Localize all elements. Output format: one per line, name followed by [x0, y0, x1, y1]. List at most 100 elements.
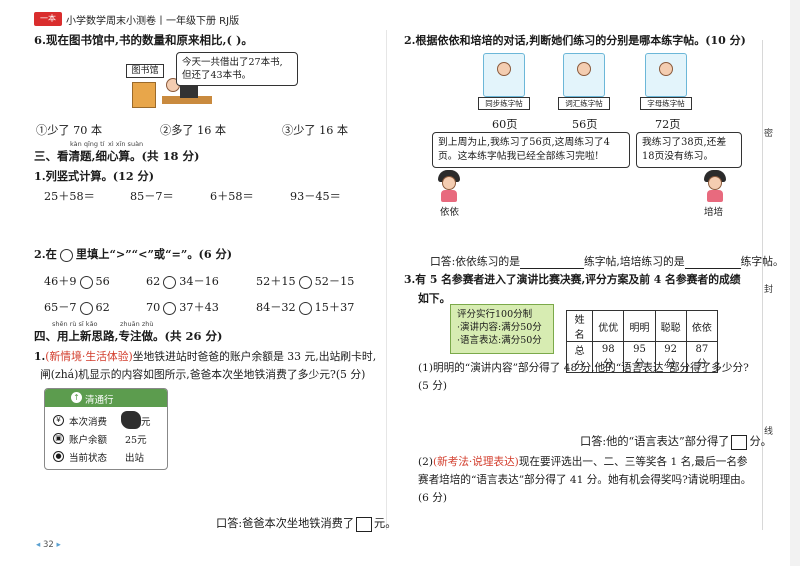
section3-title: 三、看清题,细心算。(共 18 分): [34, 149, 200, 163]
section4-pinyin-2: zhuān zhù: [120, 320, 154, 328]
section4-title: 四、用上新思路,专注做。(共 26 分): [34, 329, 223, 343]
page-header: 一本 小学数学周末小测卷丨一年级下册 RJ版: [0, 12, 330, 30]
book-cover-face: [659, 62, 673, 76]
compare-title: 2.在里填上“>”“<”或“=”。(6 分): [34, 247, 232, 262]
q1-tag: (新情境·生活体验): [45, 350, 133, 363]
calc-item-3: 6＋58＝: [210, 190, 254, 203]
q3-title-line1: 3.有 5 名参赛者进入了演讲比赛决赛,评分方案及前 4 名参赛者的成绩: [404, 273, 741, 286]
compare-answer-circle[interactable]: [163, 301, 177, 315]
table-cell: 92 分: [654, 341, 687, 373]
librarian-speech: 今天一共借出了27本书,但还了43本书。: [176, 52, 298, 86]
sub1-answer: 口答:他的“语言表达”部分得了分。: [580, 434, 772, 450]
q6-option-3[interactable]: ③少了 16 本: [282, 124, 349, 137]
card-value-spend: 元: [141, 417, 151, 428]
card-label-balance: 账户余额: [69, 435, 108, 446]
table-cell: 依依: [685, 310, 719, 342]
table-cell: 优优: [592, 310, 625, 342]
location-pin-icon: ●: [53, 451, 64, 462]
sub2-line3: (6 分): [418, 492, 447, 504]
q6-option-2[interactable]: ②多了 16 本: [160, 124, 227, 137]
section3-pinyin-1: kàn qīng tí: [70, 140, 105, 148]
yiyi-name: 依依: [440, 207, 460, 218]
compare-answer-circle[interactable]: [79, 301, 93, 315]
card-label-status: 当前状态: [69, 453, 108, 464]
s4-q1-answer: 口答:爸爸本次坐地铁消费了元。: [216, 516, 397, 532]
section4-pinyin-1: shēn rù sī kǎo: [52, 320, 98, 328]
yuan-icon: ¥: [53, 415, 64, 426]
s4-q1-line2: 闸(zhá)机显示的内容如图所示,爸爸本次坐地铁消费了多少元?(5 分): [40, 368, 366, 381]
compare-answer-circle[interactable]: [79, 275, 93, 289]
sub2-line1: (2)(新考法·说理表达)现在要评选出一、二、三等奖各 1 名,最后一名参: [418, 456, 748, 468]
arrow-up-icon: ↑: [71, 392, 82, 403]
book-label-sync: 同步练字帖: [478, 97, 530, 110]
seal-char-xian: 线: [764, 427, 774, 437]
q6-option-1[interactable]: ①少了 70 本: [36, 124, 103, 137]
yiyi-figure: [436, 170, 462, 204]
peipei-name: 培培: [704, 207, 724, 218]
scheme-line: ·演讲内容:满分50分: [457, 322, 542, 333]
q2-answer: 口答:依依练习的是 练字帖,培培练习的是 练字帖。: [430, 255, 784, 269]
q6-title: 6.现在图书馆中,书的数量和原来相比,( )。: [34, 33, 253, 47]
seal-char-mi: 密: [764, 129, 774, 139]
peipei-figure: [702, 170, 728, 204]
library-illustration: 图书馆: [126, 60, 216, 116]
q2-title: 2.根据依依和培培的对话,判断她们练习的分别是哪本练字帖。(10 分): [404, 34, 746, 47]
table-cell: 总分: [565, 341, 594, 373]
book-label-letters: 字母练字帖: [640, 97, 692, 110]
spend-answer-box[interactable]: [356, 516, 373, 532]
table-cell: 95 分: [623, 341, 656, 373]
book-pages-letters: 72页: [655, 118, 681, 131]
series-title: 小学数学周末小测卷丨一年级下册 RJ版: [66, 16, 240, 27]
table-cell: 聪聪: [654, 310, 687, 342]
book-vocab: [563, 53, 605, 97]
compare-answer-circle[interactable]: [163, 275, 177, 289]
sub1-line2: (5 分): [418, 380, 447, 392]
peipei-answer-blank[interactable]: [684, 255, 741, 269]
calc-title: 1.列竖式计算。(12 分): [34, 169, 155, 183]
peipei-face: [708, 176, 722, 190]
scheme-line: 评分实行100分制: [457, 309, 533, 320]
book-pages-vocab: 56页: [572, 118, 598, 131]
table-cell: 87 分: [685, 341, 719, 373]
score-table: 姓名 优优 明明 聪聪 依依 总分 98 分 95 分 92 分 87 分: [565, 310, 719, 373]
library-sign: 图书馆: [126, 64, 164, 78]
triangle-left-icon: ◂: [36, 540, 41, 550]
sub1-line1: (1)明明的“演讲内容”部分得了 48 分,他的“语言表达”部分得了多少分?: [418, 362, 749, 374]
compare-answer-circle[interactable]: [298, 301, 312, 315]
page-number: ◂ 32 ▸: [36, 540, 61, 550]
dress: [441, 190, 457, 202]
table-header-row: 姓名 优优 明明 聪聪 依依: [565, 310, 719, 342]
language-score-box[interactable]: [731, 434, 748, 450]
yiyi-speech: 到上周为止,我练习了56页,这周练习了4页。这本练字帖我已经全部练习完啦!: [432, 132, 630, 168]
book-label-vocab: 词汇练字帖: [558, 97, 610, 110]
peipei-speech: 我练习了38页,还差18页没有练习。: [636, 132, 742, 168]
q3-title-line2: 如下。: [418, 292, 451, 305]
card-value-balance: 25元: [125, 435, 147, 446]
book-sync: [483, 53, 525, 97]
calc-item-1: 25＋58＝: [44, 190, 95, 203]
compare-circle-sample: [59, 248, 73, 262]
desk: [162, 96, 212, 104]
s4-q1-line1: 1.(新情境·生活体验)坐地铁进站时爸爸的账户余额是 33 元,出站刷卡时,: [34, 350, 377, 363]
compare-answer-circle[interactable]: [298, 275, 312, 289]
triangle-right-icon: ▸: [56, 540, 61, 550]
book-cover-face: [577, 62, 591, 76]
book-letters: [645, 53, 687, 97]
book-cover-face: [497, 62, 511, 76]
section3-pinyin-2: xì xīn suàn: [108, 140, 144, 148]
bookshelf: [132, 82, 156, 108]
card-icon: ▣: [53, 433, 64, 444]
table-cell: 姓名: [565, 310, 594, 342]
subway-gate-display: ↑ 清通行 ¥ 本次消费 元 ▣ 账户余额 25元 ● 当前状态 出站: [44, 388, 168, 470]
computer-monitor: [180, 86, 198, 98]
table-cell: 明明: [623, 310, 656, 342]
scheme-line: ·语言表达:满分50分: [457, 335, 542, 346]
yiyi-answer-blank[interactable]: [520, 255, 585, 269]
scoring-scheme: 评分实行100分制 ·演讲内容:满分50分 ·语言表达:满分50分: [450, 304, 554, 354]
column-divider: [386, 30, 387, 530]
seal-char-feng: 封: [764, 285, 774, 295]
